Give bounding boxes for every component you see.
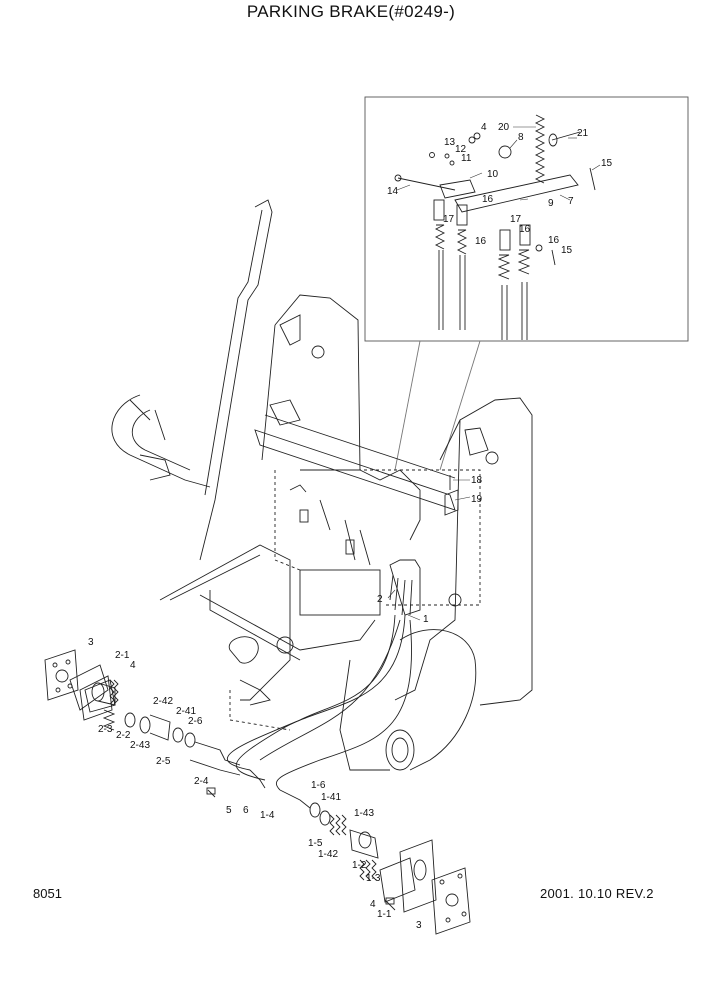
callout-1-41: 1-41	[321, 792, 341, 803]
callout-1-1: 1-1	[377, 909, 392, 920]
callout-1-4: 1-4	[260, 810, 275, 821]
callout-16: 16	[519, 224, 531, 235]
callout-11: 11	[461, 153, 472, 164]
callout-2-6: 2-6	[188, 716, 203, 727]
callout-2-1: 2-1	[115, 650, 130, 661]
page-title: PARKING BRAKE(#0249-)	[246, 2, 456, 21]
callout-7: 7	[568, 196, 574, 207]
callout-2-42: 2-42	[153, 696, 173, 707]
callout-17: 17	[510, 214, 522, 225]
callout-labels: 20 21 4 8 13 12 11 10 15 14 7 16 9 17 17…	[88, 122, 613, 931]
callout-1-2: 1-2	[352, 860, 367, 871]
callout-13: 13	[444, 137, 456, 148]
callout-17: 17	[443, 214, 455, 225]
callout-15: 15	[561, 245, 573, 256]
callout-1-42: 1-42	[318, 849, 338, 860]
callout-1-6: 1-6	[311, 780, 326, 791]
callout-2-41: 2-41	[176, 706, 196, 717]
callout-1: 1	[423, 614, 429, 625]
callout-12: 12	[455, 144, 467, 155]
callout-19: 19	[471, 494, 483, 505]
frame-assembly	[111, 199, 533, 771]
callout-16: 16	[548, 235, 560, 246]
callout-1-43: 1-43	[354, 808, 374, 819]
callout-20: 20	[498, 122, 510, 133]
callout-2-3: 2-3	[98, 724, 113, 735]
left-valve-assembly	[44, 649, 241, 798]
callout-16: 16	[475, 236, 487, 247]
callout-3: 3	[88, 637, 94, 648]
right-valve-assembly	[249, 769, 471, 935]
callout-4: 4	[481, 122, 487, 133]
callout-15: 15	[601, 158, 613, 169]
brake-cables	[226, 614, 412, 791]
callout-2-43: 2-43	[130, 740, 150, 751]
callout-9: 9	[548, 198, 554, 209]
callout-6: 6	[243, 805, 249, 816]
callout-10: 10	[487, 169, 499, 180]
revision-date: 2001. 10.10 REV.2	[540, 886, 654, 901]
callout-16: 16	[482, 194, 494, 205]
callout-14: 14	[387, 186, 399, 197]
callout-1-5: 1-5	[308, 838, 323, 849]
callout-1-3: 1-3	[366, 873, 381, 884]
callout-4: 4	[370, 899, 376, 910]
page-code: 8051	[33, 886, 62, 901]
callout-5: 5	[226, 805, 232, 816]
callout-4: 4	[130, 660, 136, 671]
callout-2-4: 2-4	[194, 776, 209, 787]
callout-18: 18	[471, 475, 483, 486]
leader-lines	[387, 126, 601, 621]
callout-3: 3	[416, 920, 422, 931]
callout-2-5: 2-5	[156, 756, 171, 767]
callout-21: 21	[577, 128, 589, 139]
callout-2-2: 2-2	[116, 730, 131, 741]
detail-inset	[364, 96, 689, 471]
callout-8: 8	[518, 132, 524, 143]
callout-2: 2	[377, 594, 383, 605]
